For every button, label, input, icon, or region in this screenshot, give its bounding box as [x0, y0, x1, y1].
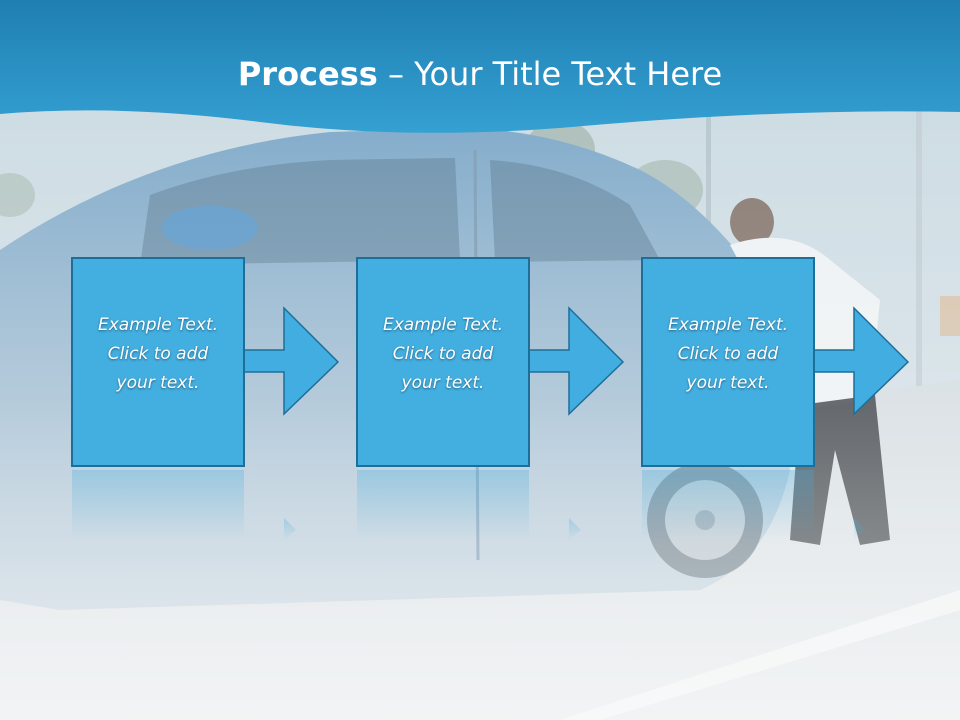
step-text-line-2: Click to add [392, 344, 494, 364]
step-reflection [357, 470, 581, 540]
step-text[interactable]: Example Text. Click to add your text. [357, 311, 529, 398]
step-text[interactable]: Example Text. Click to add your text. [642, 311, 814, 398]
step-reflection [72, 470, 296, 540]
title-bold: Process [237, 55, 378, 93]
slide-title[interactable]: Process – Your Title Text Here [0, 52, 960, 96]
step-text-line-2: Click to add [677, 344, 779, 364]
process-step-1[interactable]: Example Text. Click to add your text. [71, 256, 342, 468]
step-text-line-1: Example Text. [382, 315, 504, 335]
right-arrow-icon [356, 257, 625, 467]
step-text-line-1: Example Text. [667, 315, 789, 335]
step-text-line-1: Example Text. [97, 315, 219, 335]
step-reflection [642, 470, 866, 540]
step-text-line-3: your text. [686, 373, 770, 393]
title-rest: – Your Title Text Here [377, 55, 723, 93]
step-text-line-3: your text. [401, 373, 485, 393]
right-arrow-icon [641, 257, 910, 467]
step-text[interactable]: Example Text. Click to add your text. [72, 311, 244, 398]
process-step-3[interactable]: Example Text. Click to add your text. [641, 256, 912, 468]
process-step-2[interactable]: Example Text. Click to add your text. [356, 256, 627, 468]
right-arrow-icon [71, 257, 340, 467]
step-text-line-2: Click to add [107, 344, 209, 364]
step-text-line-3: your text. [116, 373, 200, 393]
header-band [0, 0, 960, 133]
